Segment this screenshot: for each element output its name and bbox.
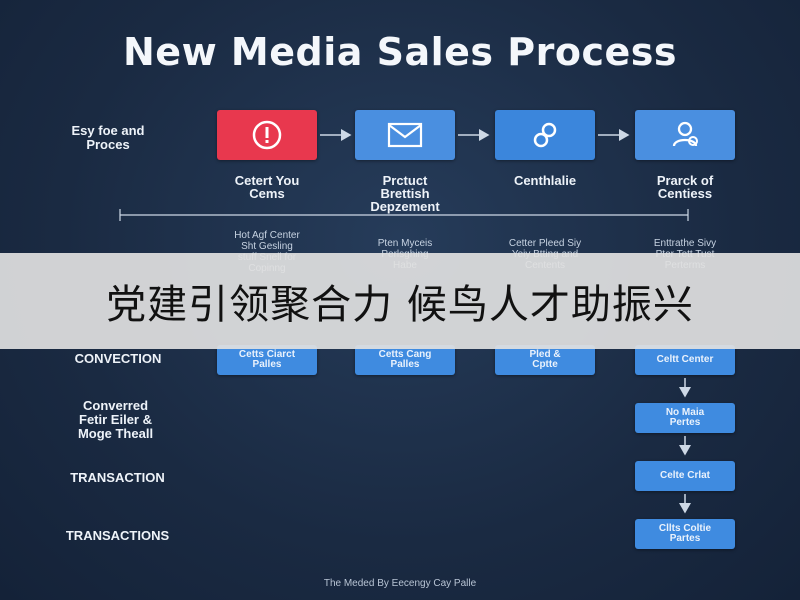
link-icon <box>528 118 562 152</box>
footer-credit: The Meded By Eecengy Cay Palle <box>323 578 477 589</box>
mail-icon <box>387 122 423 148</box>
label-transaction: TRANSACTION <box>70 470 165 485</box>
step-box-4[interactable] <box>635 110 735 160</box>
step-caption-1: Cetert You Cems <box>234 173 300 201</box>
sub-box-2[interactable]: Cetts Cang Palles <box>355 345 455 375</box>
alert-icon <box>250 118 284 152</box>
label-converted: Converred Fetir Eiler & Moge Theall <box>77 398 154 441</box>
step-caption-4: Prarck of Centiess <box>656 173 714 201</box>
right-box-3[interactable]: Cllts Coltie Partes <box>635 519 735 549</box>
step-caption-2: Prctuct Brettish Depzement <box>370 173 440 214</box>
users-icon <box>668 118 702 152</box>
step-box-1[interactable] <box>217 110 317 160</box>
overlay-banner: 党建引领聚合力 候鸟人才助振兴 <box>0 253 800 349</box>
right-box-2[interactable]: Celte Crlat <box>635 461 735 491</box>
page-title: New Media Sales Process <box>123 30 677 74</box>
label-top: Esy foe and Proces <box>71 123 145 152</box>
step-box-2[interactable] <box>355 110 455 160</box>
step-caption-3: Centhlalie <box>513 173 577 188</box>
step-box-3[interactable] <box>495 110 595 160</box>
label-transactions: TRANSACTIONS <box>65 528 170 543</box>
right-box-1[interactable]: No Maia Pertes <box>635 403 735 433</box>
sub-box-4[interactable]: Celtt Center <box>635 345 735 375</box>
label-connection: CONVECTION <box>74 351 162 366</box>
banner-text: 党建引领聚合力 候鸟人才助振兴 <box>106 282 694 328</box>
sub-box-3[interactable]: Pled & Cptte <box>495 345 595 375</box>
sub-box-1[interactable]: Cetts Ciarct Palles <box>217 345 317 375</box>
